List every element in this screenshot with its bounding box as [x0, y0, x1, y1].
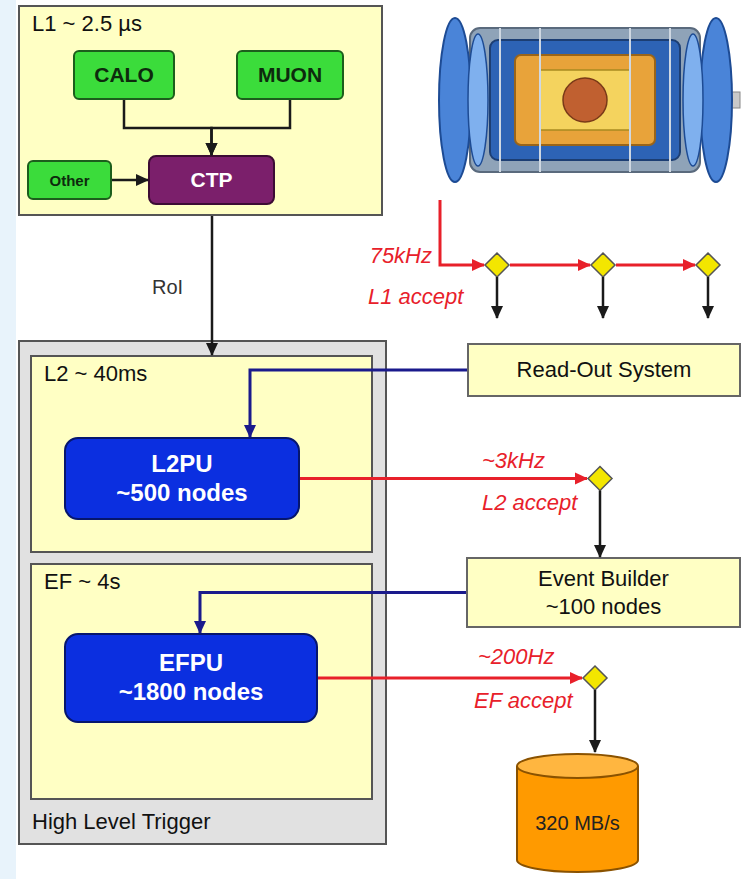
- connector-line: [599, 491, 602, 558]
- connector-line: [212, 100, 291, 155]
- box-label: Other: [49, 172, 89, 189]
- rate-label: 75kHz: [370, 243, 432, 269]
- system-box: Read-Out System: [467, 343, 741, 397]
- rate-label: ~3kHz: [482, 448, 545, 474]
- connector-line: [200, 593, 466, 634]
- processor-farm-box: L2PU~500 nodes: [64, 437, 300, 520]
- box-label: ~1800 nodes: [119, 678, 264, 707]
- box-label: EFPU: [159, 649, 223, 678]
- connector-line: [211, 216, 214, 355]
- storage-cylinder: 320 MB/s: [515, 752, 640, 874]
- connector-line: [594, 690, 597, 752]
- group-panel: High Level Trigger L2 ~ 40msL2PU~500 node…: [18, 340, 387, 845]
- junction-diamond: [588, 467, 612, 491]
- detector-trigger-box: MUON: [236, 50, 344, 100]
- box-label: L2PU: [151, 450, 212, 479]
- detector-trigger-box: Other: [27, 160, 112, 200]
- connector: [112, 180, 148, 181]
- rate-label: EF accept: [474, 688, 573, 714]
- trigger-level-panel: L1 ~ 2.5 µs CALO MUON Other CTP: [18, 5, 383, 216]
- box-label: MUON: [258, 63, 322, 87]
- side-strip: [0, 0, 16, 879]
- box-label: ~500 nodes: [116, 479, 247, 508]
- processor-farm-box: EFPU~1800 nodes: [64, 633, 318, 723]
- box-label: CTP: [191, 168, 233, 192]
- edge-label: RoI: [150, 276, 185, 299]
- box-label: Event Builder ~100 nodes: [516, 565, 691, 620]
- connector-line: [300, 477, 587, 480]
- panel-title: L1 ~ 2.5 µs: [32, 11, 369, 37]
- connector: [250, 370, 467, 437]
- detector-trigger-box: CALO: [73, 50, 175, 100]
- rate-label: ~200Hz: [478, 644, 554, 670]
- box-label: Read-Out System: [517, 356, 692, 384]
- connector-line: [124, 100, 212, 155]
- connector-line: [112, 179, 148, 182]
- connector: [212, 100, 291, 155]
- panel-title: L2 ~ 40ms: [44, 361, 359, 387]
- l1-accept-bus: [440, 200, 720, 318]
- box-label: CALO: [94, 63, 154, 87]
- panel-title: EF ~ 4s: [44, 569, 359, 595]
- connector: [200, 593, 466, 634]
- rate-label: L1 accept: [368, 284, 463, 310]
- detector-illustration: [439, 18, 740, 182]
- box-label: 320 MB/s: [535, 812, 619, 835]
- connector-line: [318, 677, 582, 680]
- connector: [318, 666, 607, 752]
- junction-diamond: [583, 666, 607, 690]
- connector-line: [250, 370, 467, 437]
- system-box: Event Builder ~100 nodes: [466, 557, 741, 628]
- connector: [124, 100, 212, 155]
- connector: [212, 216, 213, 355]
- panel-title: High Level Trigger: [32, 809, 373, 835]
- trigger-level-panel: L2 ~ 40msL2PU~500 nodes: [30, 355, 373, 553]
- processor-box: CTP: [148, 155, 275, 205]
- connector: [300, 467, 612, 558]
- rate-label: L2 accept: [482, 490, 577, 516]
